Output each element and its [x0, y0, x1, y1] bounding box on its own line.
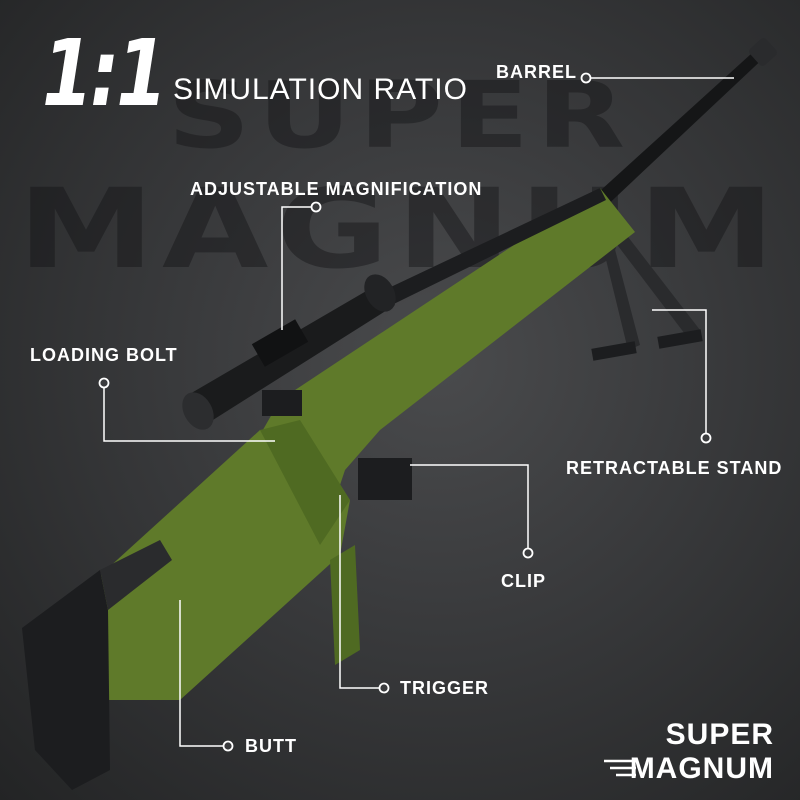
clip-magazine	[358, 458, 412, 500]
ratio-title: 1:1	[42, 20, 167, 127]
magnification-leader	[281, 206, 316, 330]
ratio-caption: SIMULATION RATIO	[173, 73, 468, 106]
butt-leader	[179, 600, 225, 747]
brand-line-1: SUPER	[665, 718, 774, 751]
callout-trigger-label: TRIGGER	[400, 678, 490, 698]
callout-markers	[98, 72, 712, 752]
bolt-leader	[103, 383, 275, 442]
stand-leader	[652, 309, 707, 438]
trigger-marker	[378, 682, 390, 694]
callout-barrel-label: BARREL	[496, 62, 577, 82]
magnification-marker	[310, 201, 322, 213]
barrel	[590, 38, 777, 212]
callout-stand-label: RETRACTABLE STAND	[566, 458, 783, 478]
callout-magnification-label: ADJUSTABLE MAGNIFICATION	[190, 179, 483, 199]
trigger-leader	[339, 495, 380, 689]
butt-marker	[222, 740, 234, 752]
bipod	[591, 233, 703, 361]
callout-lines	[103, 77, 734, 747]
callout-butt-label: BUTT	[245, 736, 297, 756]
stand-marker	[700, 432, 712, 444]
brand-speed-lines-icon	[604, 759, 636, 777]
callout-loading-bolt-label: LOADING BOLT	[30, 345, 178, 365]
clip-leader	[410, 464, 529, 553]
callout-clip-label: CLIP	[501, 571, 547, 591]
clip-marker	[522, 547, 534, 559]
barrel-marker	[580, 72, 592, 84]
watermark-word-1: SUPER	[167, 62, 633, 169]
bolt-marker	[98, 377, 110, 389]
stock	[22, 188, 635, 790]
brand-line-2: MAGNUM	[629, 752, 774, 785]
scope	[182, 274, 396, 430]
